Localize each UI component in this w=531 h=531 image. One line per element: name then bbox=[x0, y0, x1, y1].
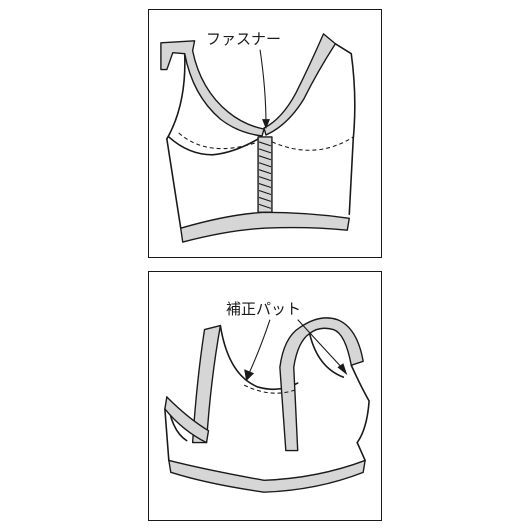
right-strap-trim bbox=[263, 33, 337, 136]
pad-pointer-line-left bbox=[247, 319, 271, 376]
zipper-callout-label: ファスナー bbox=[206, 30, 282, 48]
correction-pad-seam bbox=[243, 384, 298, 394]
bra-side-drawing bbox=[164, 317, 370, 493]
pad-pointer-arrowhead-left bbox=[244, 369, 255, 382]
correction-pad-illustration-panel: 補正パット bbox=[148, 271, 382, 521]
right-cup-outline bbox=[308, 332, 370, 444]
bra-body-outline bbox=[166, 42, 356, 216]
zipper-pointer-arrowhead bbox=[262, 119, 270, 130]
cross-back-strap bbox=[164, 396, 210, 444]
left-strap-trim bbox=[160, 40, 265, 137]
under-band-trim bbox=[168, 459, 366, 493]
pad-pointer-line-right bbox=[297, 319, 344, 370]
left-side-outline bbox=[166, 138, 182, 229]
pad-pointer-arrowhead-right bbox=[337, 363, 348, 376]
body-side-outline bbox=[164, 408, 366, 462]
zipper-teeth bbox=[258, 141, 272, 209]
right-strap-trim bbox=[279, 317, 364, 452]
zipper-pointer-line bbox=[259, 49, 267, 126]
left-cup-dashed-seam bbox=[178, 132, 259, 150]
front-zipper-illustration-panel: ファスナー bbox=[148, 9, 382, 258]
right-cup-dashed-seam bbox=[271, 136, 354, 151]
under-band-trim bbox=[180, 211, 350, 243]
bra-front-drawing bbox=[160, 33, 356, 243]
correction-pad-callout-label: 補正パット bbox=[226, 300, 302, 318]
